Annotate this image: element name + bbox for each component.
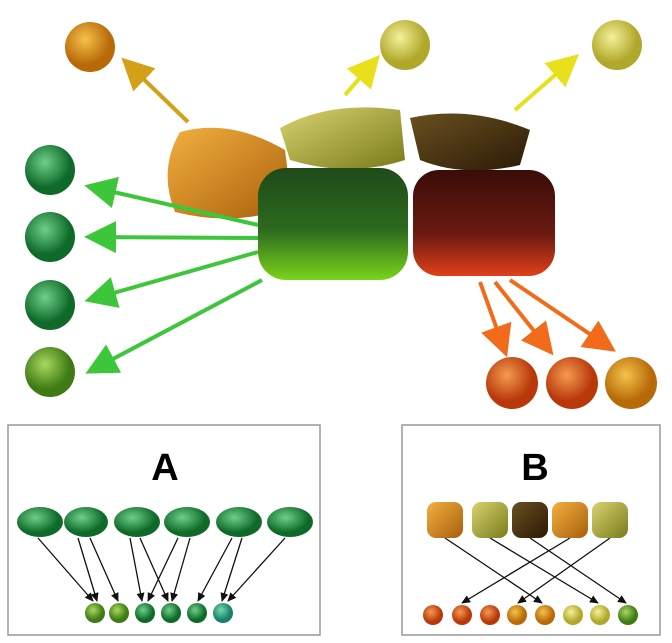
panel-b: B xyxy=(401,424,661,636)
arrow-orange xyxy=(493,280,554,356)
yellow-round-stone xyxy=(592,20,642,70)
green-oval-stone xyxy=(17,507,63,537)
arrow-yellow xyxy=(343,54,380,97)
cushion-stone xyxy=(512,502,548,538)
panel-b-arrows xyxy=(444,537,627,604)
green-round-stone xyxy=(25,145,75,195)
arrow-green xyxy=(84,176,259,227)
green-round-stone xyxy=(25,280,75,330)
small-round-stone xyxy=(187,603,207,623)
arrow-green xyxy=(85,278,263,374)
small-round-stone xyxy=(85,603,105,623)
cushion-stone xyxy=(427,502,463,538)
green-round-stone xyxy=(25,347,75,397)
cushion-stone xyxy=(472,502,508,538)
panel-a-label: A xyxy=(151,447,178,489)
small-round-stone xyxy=(480,605,500,625)
arrow-green xyxy=(84,221,259,254)
large-stones xyxy=(167,107,555,280)
orange-round-stone xyxy=(65,22,115,72)
panel-a-arrows xyxy=(37,537,286,602)
panel-a: A xyxy=(7,424,321,636)
arrow-orange xyxy=(478,281,512,358)
arrow-gold xyxy=(121,57,190,124)
green-cushion-stone xyxy=(258,168,408,280)
red-orange-round-stone xyxy=(486,357,538,409)
red-cushion-stone xyxy=(413,170,555,276)
color-arrows xyxy=(84,54,616,374)
small-round-stone xyxy=(590,605,610,625)
panel-a-oval-stones xyxy=(17,507,313,537)
small-round-stone xyxy=(563,605,583,625)
green-oval-stone xyxy=(64,507,108,537)
panel-a-small-stones xyxy=(85,603,233,623)
red-orange-round-stone xyxy=(546,357,598,409)
panel-b-cushion-stones xyxy=(427,502,628,538)
small-round-stone xyxy=(423,605,443,625)
small-round-stone xyxy=(535,605,555,625)
yellow-stone xyxy=(280,107,405,169)
panel-b-label: B xyxy=(521,447,548,489)
arrow-green xyxy=(84,250,259,308)
cushion-stone xyxy=(592,502,628,538)
small-round-stone xyxy=(507,605,527,625)
small-round-stone xyxy=(452,605,472,625)
cushion-stone xyxy=(552,502,588,538)
small-round-stone xyxy=(161,603,181,623)
green-round-stone xyxy=(25,212,75,262)
yellow-round-stone xyxy=(380,20,430,70)
small-round-stone xyxy=(618,605,638,625)
green-oval-stone xyxy=(216,507,262,537)
panel-b-small-stones xyxy=(423,605,638,625)
brown-stone xyxy=(410,113,530,171)
green-oval-stone xyxy=(164,507,210,537)
orange-round-stone xyxy=(605,357,657,409)
small-round-stone xyxy=(109,603,129,623)
arrow-yellow xyxy=(513,54,580,112)
small-round-stone xyxy=(213,603,233,623)
small-round-stone xyxy=(135,603,155,623)
green-oval-stone xyxy=(114,507,160,537)
arrow-orange xyxy=(508,278,616,352)
green-oval-stone xyxy=(267,507,313,537)
